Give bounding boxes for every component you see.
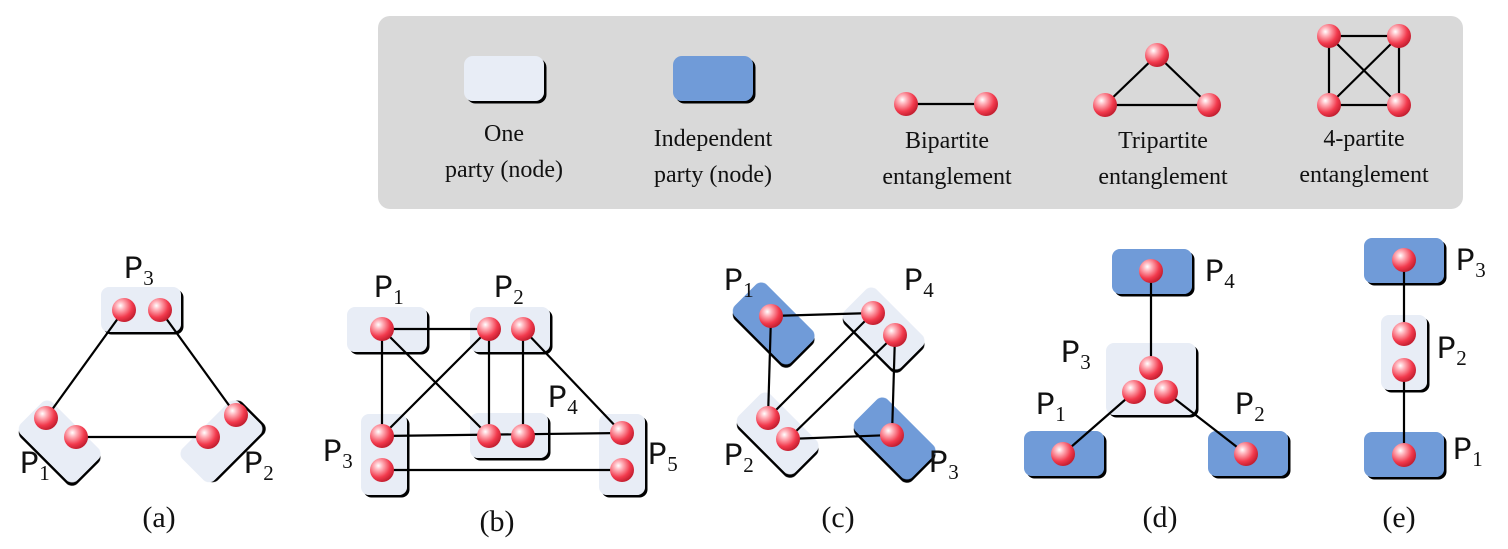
party-label: P1: [1453, 432, 1483, 471]
qubit: [1392, 358, 1416, 382]
party-label: P1: [724, 263, 754, 302]
legend-item-bipartite: Bipartite entanglement: [882, 92, 1012, 190]
qubit: [112, 298, 136, 322]
party-label: P4: [548, 380, 578, 419]
diagram-a: P3 P1 P2 (a): [18, 251, 274, 534]
qubit: [759, 304, 783, 328]
legend-label-bipartite-2: entanglement: [882, 164, 1012, 190]
party-label: P3: [124, 251, 154, 290]
party-label: P2: [244, 446, 274, 485]
qubit: [477, 424, 501, 448]
qubit: [1317, 24, 1341, 48]
qubit: [1392, 248, 1416, 272]
party-label: P1: [374, 270, 404, 309]
qubit: [1093, 93, 1117, 117]
qubit: [894, 92, 918, 116]
legend-panel: One party (node) Independent party (node…: [378, 16, 1463, 209]
qubit: [34, 406, 58, 430]
party-label: P3: [929, 445, 959, 484]
qubit: [370, 458, 394, 482]
party-label: P3: [323, 434, 353, 473]
qubit: [861, 301, 885, 325]
party-label: P3: [1061, 335, 1091, 374]
party-label: P5: [648, 437, 678, 476]
legend-item-independent-party: Independent party (node): [654, 56, 773, 188]
legend-item-one-party: One party (node): [445, 56, 563, 183]
legend-label-independent-1: Independent: [654, 126, 773, 152]
legend-label-tripartite-2: entanglement: [1098, 164, 1228, 190]
qubit: [880, 423, 904, 447]
legend-item-tripartite: Tripartite entanglement: [1093, 43, 1228, 190]
qubit: [370, 317, 394, 341]
qubit: [511, 424, 535, 448]
party-label: P2: [1235, 387, 1265, 426]
qubit: [1051, 442, 1075, 466]
legend-label-4-partite-2: entanglement: [1299, 162, 1429, 188]
qubit: [883, 323, 907, 347]
legend-label-one-party-1: One: [484, 121, 524, 147]
diagram-d: P4 P3 P1 P2 (d): [1024, 249, 1288, 534]
qubit: [224, 403, 248, 427]
qubit: [776, 427, 800, 451]
qubit: [1392, 443, 1416, 467]
qubit: [148, 298, 172, 322]
qubit: [1154, 380, 1178, 404]
qubit: [610, 458, 634, 482]
qubit: [1145, 43, 1169, 67]
qubit: [1387, 93, 1411, 117]
qubit: [64, 425, 88, 449]
party-label: P2: [724, 438, 754, 477]
caption-b: (b): [480, 505, 515, 538]
legend-label-one-party-2: party (node): [445, 157, 563, 183]
party-label: P1: [1036, 387, 1066, 426]
party-label: P3: [1456, 243, 1486, 282]
party-label: P2: [494, 270, 524, 309]
qubit: [370, 424, 394, 448]
qubit: [196, 425, 220, 449]
legend-label-4-partite-1: 4-partite: [1323, 126, 1404, 152]
qubit: [1197, 93, 1221, 117]
qubit: [610, 421, 634, 445]
diagram-b: P1 P2 P3 P4 P5 (b): [323, 270, 678, 538]
diagram-e: P3 P2 P1 (e): [1364, 238, 1486, 534]
party-label: P2: [1437, 331, 1467, 370]
qubit: [1139, 259, 1163, 283]
party-label: P4: [1205, 254, 1235, 293]
legend-label-independent-2: party (node): [654, 162, 772, 188]
party-label: P1: [20, 446, 50, 485]
party-label: P4: [904, 263, 934, 302]
qubit: [974, 92, 998, 116]
qubit: [1387, 24, 1411, 48]
qubit: [1317, 93, 1341, 117]
caption-c: (c): [821, 501, 854, 534]
legend-label-tripartite-1: Tripartite: [1118, 128, 1208, 154]
qubit: [477, 317, 501, 341]
legend-label-bipartite-1: Bipartite: [905, 128, 989, 154]
qubit: [756, 406, 780, 430]
qubit: [1234, 442, 1258, 466]
independent-party-swatch: [673, 56, 753, 101]
caption-d: (d): [1143, 501, 1178, 534]
one-party-swatch: [464, 56, 544, 101]
qubit: [511, 317, 535, 341]
caption-a: (a): [142, 501, 175, 534]
qubit: [1392, 322, 1416, 346]
caption-e: (e): [1382, 501, 1415, 534]
qubit: [1139, 356, 1163, 380]
qubit: [1122, 380, 1146, 404]
diagram-c: P1 P4 P2 P3 (c): [724, 263, 959, 534]
legend-item-4-partite: 4-partite entanglement: [1299, 24, 1429, 188]
